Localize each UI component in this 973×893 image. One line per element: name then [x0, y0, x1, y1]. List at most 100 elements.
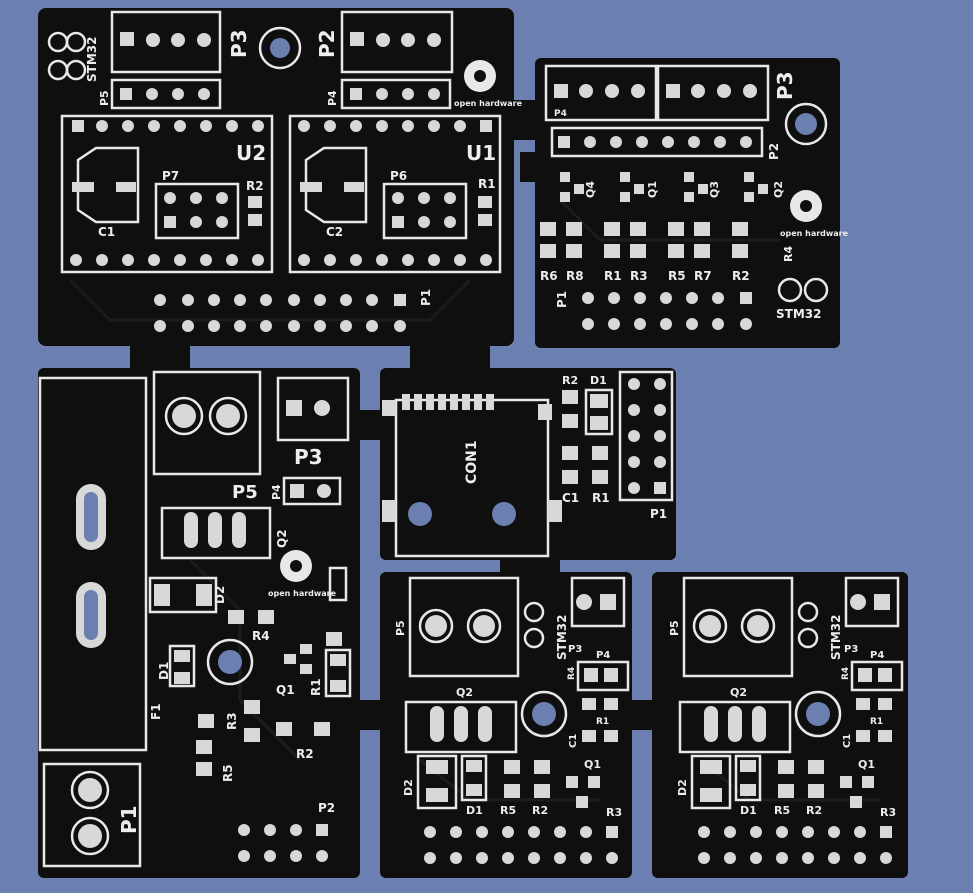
r8-label: R8 — [566, 269, 584, 283]
p5-label-bottom-left: P5 — [232, 482, 258, 503]
r5-label-bottom-mid: R5 — [500, 804, 516, 817]
r3-label-top-right: R3 — [630, 269, 648, 283]
r4-label-bottom-left: R4 — [252, 629, 270, 643]
connector-bottom-right — [698, 826, 892, 864]
p1-label-bottom-left: P1 — [117, 805, 141, 834]
p1-label-middle: P1 — [650, 507, 667, 521]
r1-label-middle: R1 — [592, 491, 610, 505]
stm32-logo-icon-bottom-right — [797, 601, 819, 649]
connector-bottom-mid — [424, 826, 618, 864]
u2-label: U2 — [236, 141, 266, 165]
p4-label-bottom-right: P4 — [870, 650, 884, 661]
r3-label-bottom-mid: R3 — [606, 806, 622, 819]
r2-label-bottom-mid: R2 — [532, 804, 548, 817]
connector-p1-top-right — [582, 292, 752, 330]
p6-label: P6 — [390, 169, 407, 183]
p3-label-top-right: P3 — [773, 71, 797, 100]
fuse-holder-f1 — [38, 376, 148, 752]
bottom-left-content: F1 P3 P5 P4 Q2 open hardware D2 R4 D1 Q1 — [38, 370, 352, 868]
mounting-hole-bottom-left — [218, 650, 242, 674]
r4-label-top-right: R4 — [782, 246, 795, 262]
connector-p2 — [340, 10, 454, 74]
p3-label-bottom-left: P3 — [294, 445, 323, 469]
open-hardware-label: open hardware — [454, 99, 523, 108]
bottom-right-content: P5 STM32 P3 P4 R4 Q2 R1 C1 D2 Q1 D1 R5 — [668, 576, 904, 864]
p5-label-bottom-right: P5 — [668, 620, 681, 636]
open-hardware-gear-icon — [464, 60, 496, 92]
board-top-right — [535, 58, 840, 348]
middle-content: CON1 R2 D1 C1 R1 P1 — [382, 370, 674, 558]
stm32-label-bottom-right: STM32 — [829, 615, 843, 660]
p2-label: P2 — [315, 29, 339, 58]
d1-label-bottom-right: D1 — [740, 804, 757, 817]
r4-label-bottom-right: R4 — [841, 667, 851, 680]
p5-label-bottom-mid: P5 — [394, 620, 407, 636]
p1-label-top-left: P1 — [419, 289, 433, 306]
mounting-hole-top-right — [795, 113, 817, 135]
stm32-logo-icon-top-right — [777, 277, 829, 303]
stm32-label-top-right: STM32 — [776, 307, 821, 321]
q2-label-top-right: Q2 — [772, 181, 785, 198]
p1-label-top-right: P1 — [555, 291, 569, 308]
r1-label-bottom-mid: R1 — [596, 717, 609, 727]
p5-label: P5 — [98, 90, 111, 106]
q3-label: Q3 — [708, 181, 721, 198]
p4-label: P4 — [326, 90, 339, 106]
open-hardware-gear-icon-top-right — [790, 190, 822, 222]
r5-label-top-right: R5 — [668, 269, 686, 283]
q1-label-bottom-mid: Q1 — [584, 758, 601, 771]
d2-label-bottom-right: D2 — [676, 779, 689, 796]
open-hardware-gear-icon-bottom-left — [280, 550, 312, 582]
r1-label-bottom-left: R1 — [309, 678, 323, 696]
r1-label-top-right: R1 — [604, 269, 622, 283]
terminal-block-p1 — [42, 762, 142, 868]
p2-label-top-right: P2 — [767, 143, 781, 160]
q2-label-bottom-right: Q2 — [730, 686, 747, 699]
stm32-logo-icon — [47, 31, 87, 81]
top-left-content: STM32 P3 P2 P5 P4 open hardware — [47, 10, 523, 332]
mounting-hole-bottom-right — [806, 702, 830, 726]
c2-label: C2 — [326, 225, 343, 239]
module-u1 — [288, 114, 502, 274]
open-hardware-label-bottom-left: open hardware — [268, 589, 337, 598]
p2-label-bottom-left: P2 — [318, 801, 335, 815]
r2-label-bottom-right: R2 — [806, 804, 822, 817]
module-u2 — [60, 114, 274, 274]
c1-label-bottom-mid: C1 — [568, 734, 579, 748]
d1-label-bottom-left: D1 — [157, 662, 171, 680]
bottom-mid-content: P5 STM32 P3 P4 R4 Q2 R1 C1 D2 Q1 D1 R5 — [394, 576, 630, 864]
p3-label: P3 — [227, 29, 251, 58]
r2-label-bottom-left: R2 — [296, 747, 314, 761]
r3-label-bottom-left: R3 — [225, 712, 239, 730]
r1-label-bottom-right: R1 — [870, 717, 883, 727]
r2-label-u2: R2 — [246, 179, 264, 193]
connector-p1-top-left — [154, 294, 406, 332]
open-hardware-label-top-right: open hardware — [780, 229, 849, 238]
connector-p3 — [110, 10, 222, 74]
mounting-hole-bottom-mid — [532, 702, 556, 726]
p4-label-bottom-left: P4 — [270, 484, 283, 500]
r2-label-top-right: R2 — [732, 269, 750, 283]
stm32-logo-icon-bottom-mid — [523, 601, 545, 649]
connector-p1-middle — [618, 370, 674, 502]
usb-connector-con1 — [394, 398, 550, 558]
mouse-bites — [130, 152, 660, 730]
r7-label: R7 — [694, 269, 712, 283]
p3-label-bottom-right: P3 — [844, 644, 858, 655]
d1-label-bottom-mid: D1 — [466, 804, 483, 817]
p7-label: P7 — [162, 169, 179, 183]
r6-label: R6 — [540, 269, 558, 283]
f1-label: F1 — [149, 703, 163, 720]
p4-label-top-right: P4 — [554, 109, 567, 119]
terminal-block-top — [152, 370, 262, 476]
r5-label-bottom-right: R5 — [774, 804, 790, 817]
u1-label: U1 — [466, 141, 496, 165]
c1-label-middle: C1 — [562, 491, 579, 505]
r2-label-middle: R2 — [562, 374, 578, 387]
c1-label-bottom-right: C1 — [842, 734, 853, 748]
q2-label-bottom-left: Q2 — [275, 529, 289, 548]
c1-label-u2: C1 — [98, 225, 115, 239]
p4-label-bottom-mid: P4 — [596, 650, 610, 661]
